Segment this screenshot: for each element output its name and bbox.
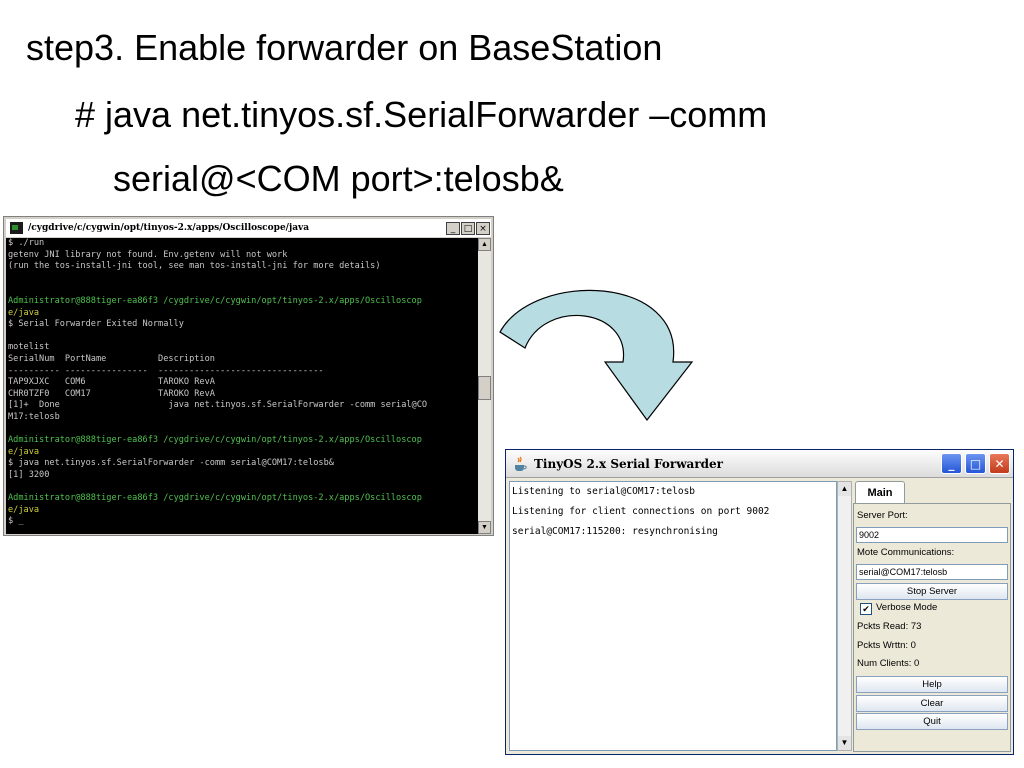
stop-server-button[interactable]: Stop Server	[856, 583, 1008, 600]
terminal-line: [1] 3200	[8, 469, 50, 480]
scroll-up-icon[interactable]: ▲	[838, 482, 851, 496]
main-tab-panel: Server Port: 9002 Mote Communications: s…	[853, 503, 1011, 752]
terminal-scrollbar[interactable]: ▲ ▼	[478, 238, 491, 534]
terminal-line	[6, 481, 480, 493]
terminal-line: [1]+ Done java net.tinyos.sf.SerialForwa…	[8, 400, 428, 411]
server-port-input[interactable]: 9002	[856, 527, 1008, 543]
terminal-line: e/java	[8, 307, 40, 318]
terminal-line: $ java net.tinyos.sf.SerialForwarder -co…	[8, 458, 334, 469]
terminal-line: TAP9XJXC COM6 TAROKO RevA	[8, 377, 215, 388]
log-textarea[interactable]: Listening to serial@COM17:telosb Listeni…	[509, 481, 837, 751]
terminal-line	[6, 424, 480, 436]
verbose-mode-checkbox[interactable]: ✔	[860, 603, 872, 615]
terminal-line: ---------- ---------------- ------------…	[8, 365, 324, 376]
java-cup-icon	[515, 456, 527, 471]
mote-communications-input[interactable]: serial@COM17:telosb	[856, 564, 1008, 580]
terminal-line: M17:telosb	[8, 411, 60, 422]
log-line: serial@COM17:115200: resynchronising	[512, 526, 718, 537]
terminal-window: /cygdrive/c/cygwin/opt/tinyos-2.x/apps/O…	[3, 216, 494, 536]
mote-communications-label: Mote Communications:	[857, 547, 955, 558]
scroll-down-icon[interactable]: ▼	[478, 521, 491, 534]
packets-written-label: Pckts Wrttn: 0	[857, 640, 916, 651]
curved-arrow-icon	[499, 289, 694, 422]
clear-button[interactable]: Clear	[856, 695, 1008, 712]
packets-read-label: Pckts Read: 73	[857, 621, 922, 632]
scrollbar-thumb[interactable]	[478, 376, 491, 400]
terminal-line: getenv JNI library not found. Env.getenv…	[8, 249, 288, 260]
terminal-line: Administrator@888tiger-ea86f3 /cygdrive/…	[8, 435, 422, 446]
terminal-icon	[10, 222, 23, 234]
terminal-line: motelist	[8, 342, 50, 353]
log-line: Listening for client connections on port…	[512, 506, 770, 517]
terminal-titlebar[interactable]: /cygdrive/c/cygwin/opt/tinyos-2.x/apps/O…	[6, 219, 491, 237]
slide-heading: step3. Enable forwarder on BaseStation	[26, 27, 663, 68]
terminal-line	[6, 331, 480, 343]
minimize-button[interactable]: _	[446, 221, 460, 235]
num-clients-label: Num Clients: 0	[857, 658, 920, 669]
quit-button[interactable]: Quit	[856, 713, 1008, 730]
verbose-mode-label: Verbose Mode	[876, 602, 938, 613]
log-line: Listening to serial@COM17:telosb	[512, 486, 696, 497]
scroll-down-icon[interactable]: ▼	[838, 736, 851, 750]
terminal-line: SerialNum PortName Description	[8, 353, 215, 364]
terminal-line: $ _	[8, 516, 24, 527]
maximize-button[interactable]: □	[461, 221, 475, 235]
terminal-line: Administrator@888tiger-ea86f3 /cygdrive/…	[8, 295, 422, 306]
help-button[interactable]: Help	[856, 676, 1008, 693]
terminal-line: $ ./run	[8, 238, 45, 248]
log-scrollbar[interactable]: ▲ ▼	[837, 481, 852, 751]
tab-main[interactable]: Main	[855, 481, 905, 503]
control-panel: Main Server Port: 9002 Mote Communicatio…	[853, 481, 1011, 752]
terminal-line: $ Serial Forwarder Exited Normally	[8, 319, 184, 330]
serial-forwarder-titlebar[interactable]: TinyOS 2.x Serial Forwarder _ □ ✕	[506, 450, 1013, 478]
serial-forwarder-window: TinyOS 2.x Serial Forwarder _ □ ✕ Listen…	[505, 449, 1014, 755]
terminal-line: Administrator@888tiger-ea86f3 /cygdrive/…	[8, 493, 422, 504]
slide-command-line-1: # java net.tinyos.sf.SerialForwarder –co…	[75, 94, 768, 135]
close-button[interactable]: ×	[476, 221, 490, 235]
server-port-label: Server Port:	[857, 510, 908, 521]
slide-command-line-2: serial@<COM port>:telosb&	[113, 158, 564, 199]
minimize-button[interactable]: _	[941, 453, 962, 474]
terminal-line: e/java	[8, 446, 40, 457]
terminal-line: CHR0TZF0 COM17 TAROKO RevA	[8, 388, 215, 399]
close-button[interactable]: ✕	[989, 453, 1010, 474]
maximize-button[interactable]: □	[965, 453, 986, 474]
window-title: TinyOS 2.x Serial Forwarder	[534, 456, 723, 471]
terminal-line	[6, 273, 480, 285]
terminal-title: /cygdrive/c/cygwin/opt/tinyos-2.x/apps/O…	[28, 223, 310, 233]
scroll-up-icon[interactable]: ▲	[478, 238, 491, 251]
terminal-line	[6, 284, 480, 296]
terminal-line: (run the tos-install-jni tool, see man t…	[8, 261, 381, 272]
terminal-line: e/java	[8, 504, 40, 515]
